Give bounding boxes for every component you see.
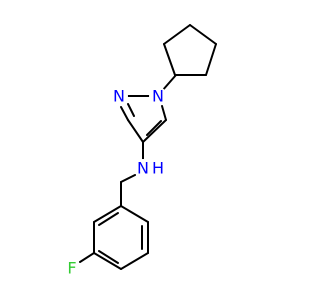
amine-h-label: H xyxy=(152,159,164,178)
molecule-structure-diagram: N N N H F xyxy=(64,24,217,278)
atom-fluorine: F xyxy=(64,259,80,278)
amine-n-label: N xyxy=(137,159,149,178)
atom-n2: N xyxy=(110,87,128,106)
n1-label: N xyxy=(152,87,164,106)
cyclopentyl-ring xyxy=(163,24,217,76)
amine-ch2-bond xyxy=(120,174,136,183)
c-f-bond xyxy=(79,252,95,263)
pyrazole-ring xyxy=(120,95,167,143)
benzene-ring xyxy=(93,205,149,270)
atom-amine-n: N H xyxy=(134,159,164,178)
n1-cyclopentyl-bond xyxy=(161,74,177,92)
atom-n1: N xyxy=(149,87,167,106)
fluorine-label: F xyxy=(67,259,76,278)
n2-label: N xyxy=(113,87,125,106)
